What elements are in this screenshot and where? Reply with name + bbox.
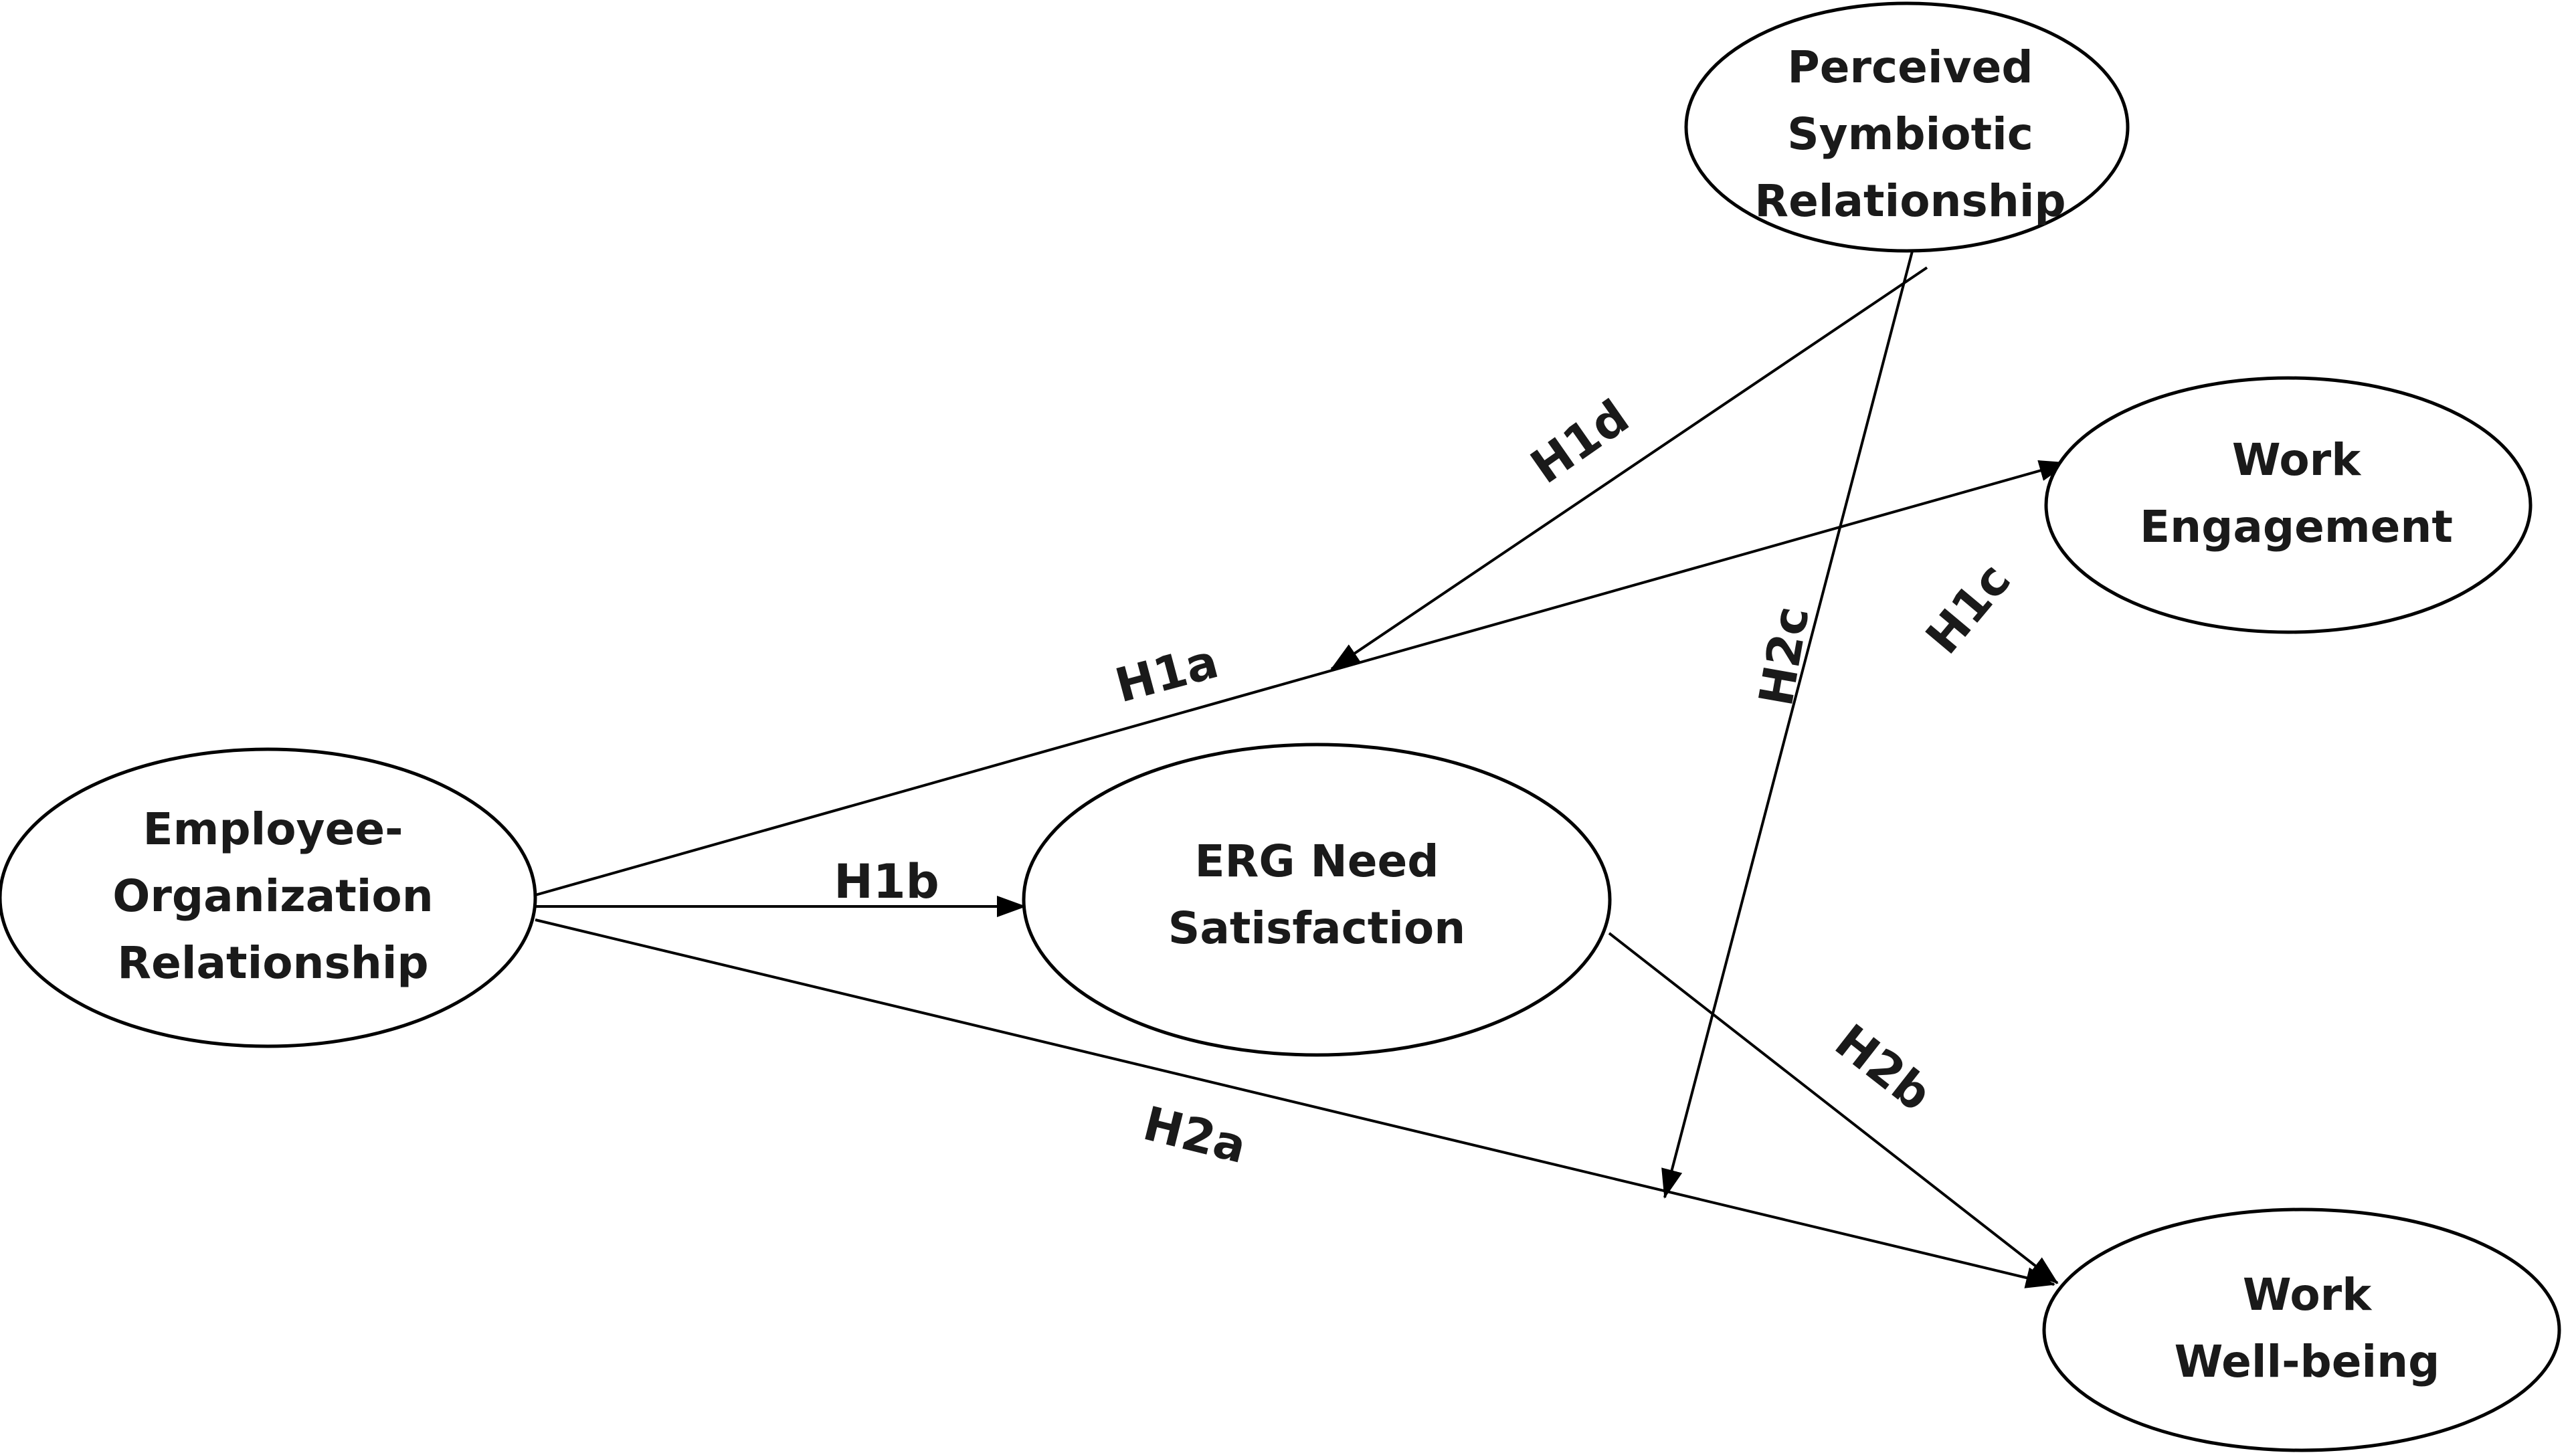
edge-h1d xyxy=(1330,266,1928,670)
node-label-line: Relationship xyxy=(117,937,428,989)
label-h1b: H1b xyxy=(834,854,939,909)
node-label-line: Work xyxy=(2232,434,2362,486)
label-h2b: H2b xyxy=(1825,1013,1942,1122)
label-h2a: H2a xyxy=(1138,1096,1252,1174)
node-label-line: Symbiotic xyxy=(1787,108,2033,160)
node-label-line: ERG Need xyxy=(1194,836,1439,887)
node-label-line: Work xyxy=(2243,1269,2373,1321)
edge-h2c xyxy=(1661,246,1915,1199)
node-label-line: Employee- xyxy=(143,803,403,855)
label-h1a: H1a xyxy=(1110,634,1224,713)
node-work-engagement: Work Engagement xyxy=(2044,376,2533,634)
node-label-line: Relationship xyxy=(1754,175,2065,227)
edges xyxy=(535,246,2069,1288)
label-h1c: H1c xyxy=(1915,553,2021,664)
edge-h2a xyxy=(535,918,2055,1288)
node-label-line: Well-being xyxy=(2175,1336,2440,1387)
node-work-well-being: Work Well-being xyxy=(2042,1207,2561,1452)
label-h1d: H1d xyxy=(1521,389,1639,494)
node-perceived-symbiotic-relationship: Perceived Symbiotic Relationship xyxy=(1684,1,2130,253)
node-label-line: Perceived xyxy=(1787,41,2033,93)
node-label-line: Organization xyxy=(112,870,434,922)
label-h2c: H2c xyxy=(1748,602,1820,710)
node-label-line: Satisfaction xyxy=(1168,902,1465,954)
node-erg-need-satisfaction: ERG Need Satisfaction xyxy=(1022,743,1612,1057)
edge-h2b xyxy=(1608,932,2059,1284)
node-label-line: Engagement xyxy=(2140,501,2453,553)
node-employee-organization-relationship: Employee- Organization Relationship xyxy=(0,747,537,1048)
edge-h1a xyxy=(535,460,2069,896)
